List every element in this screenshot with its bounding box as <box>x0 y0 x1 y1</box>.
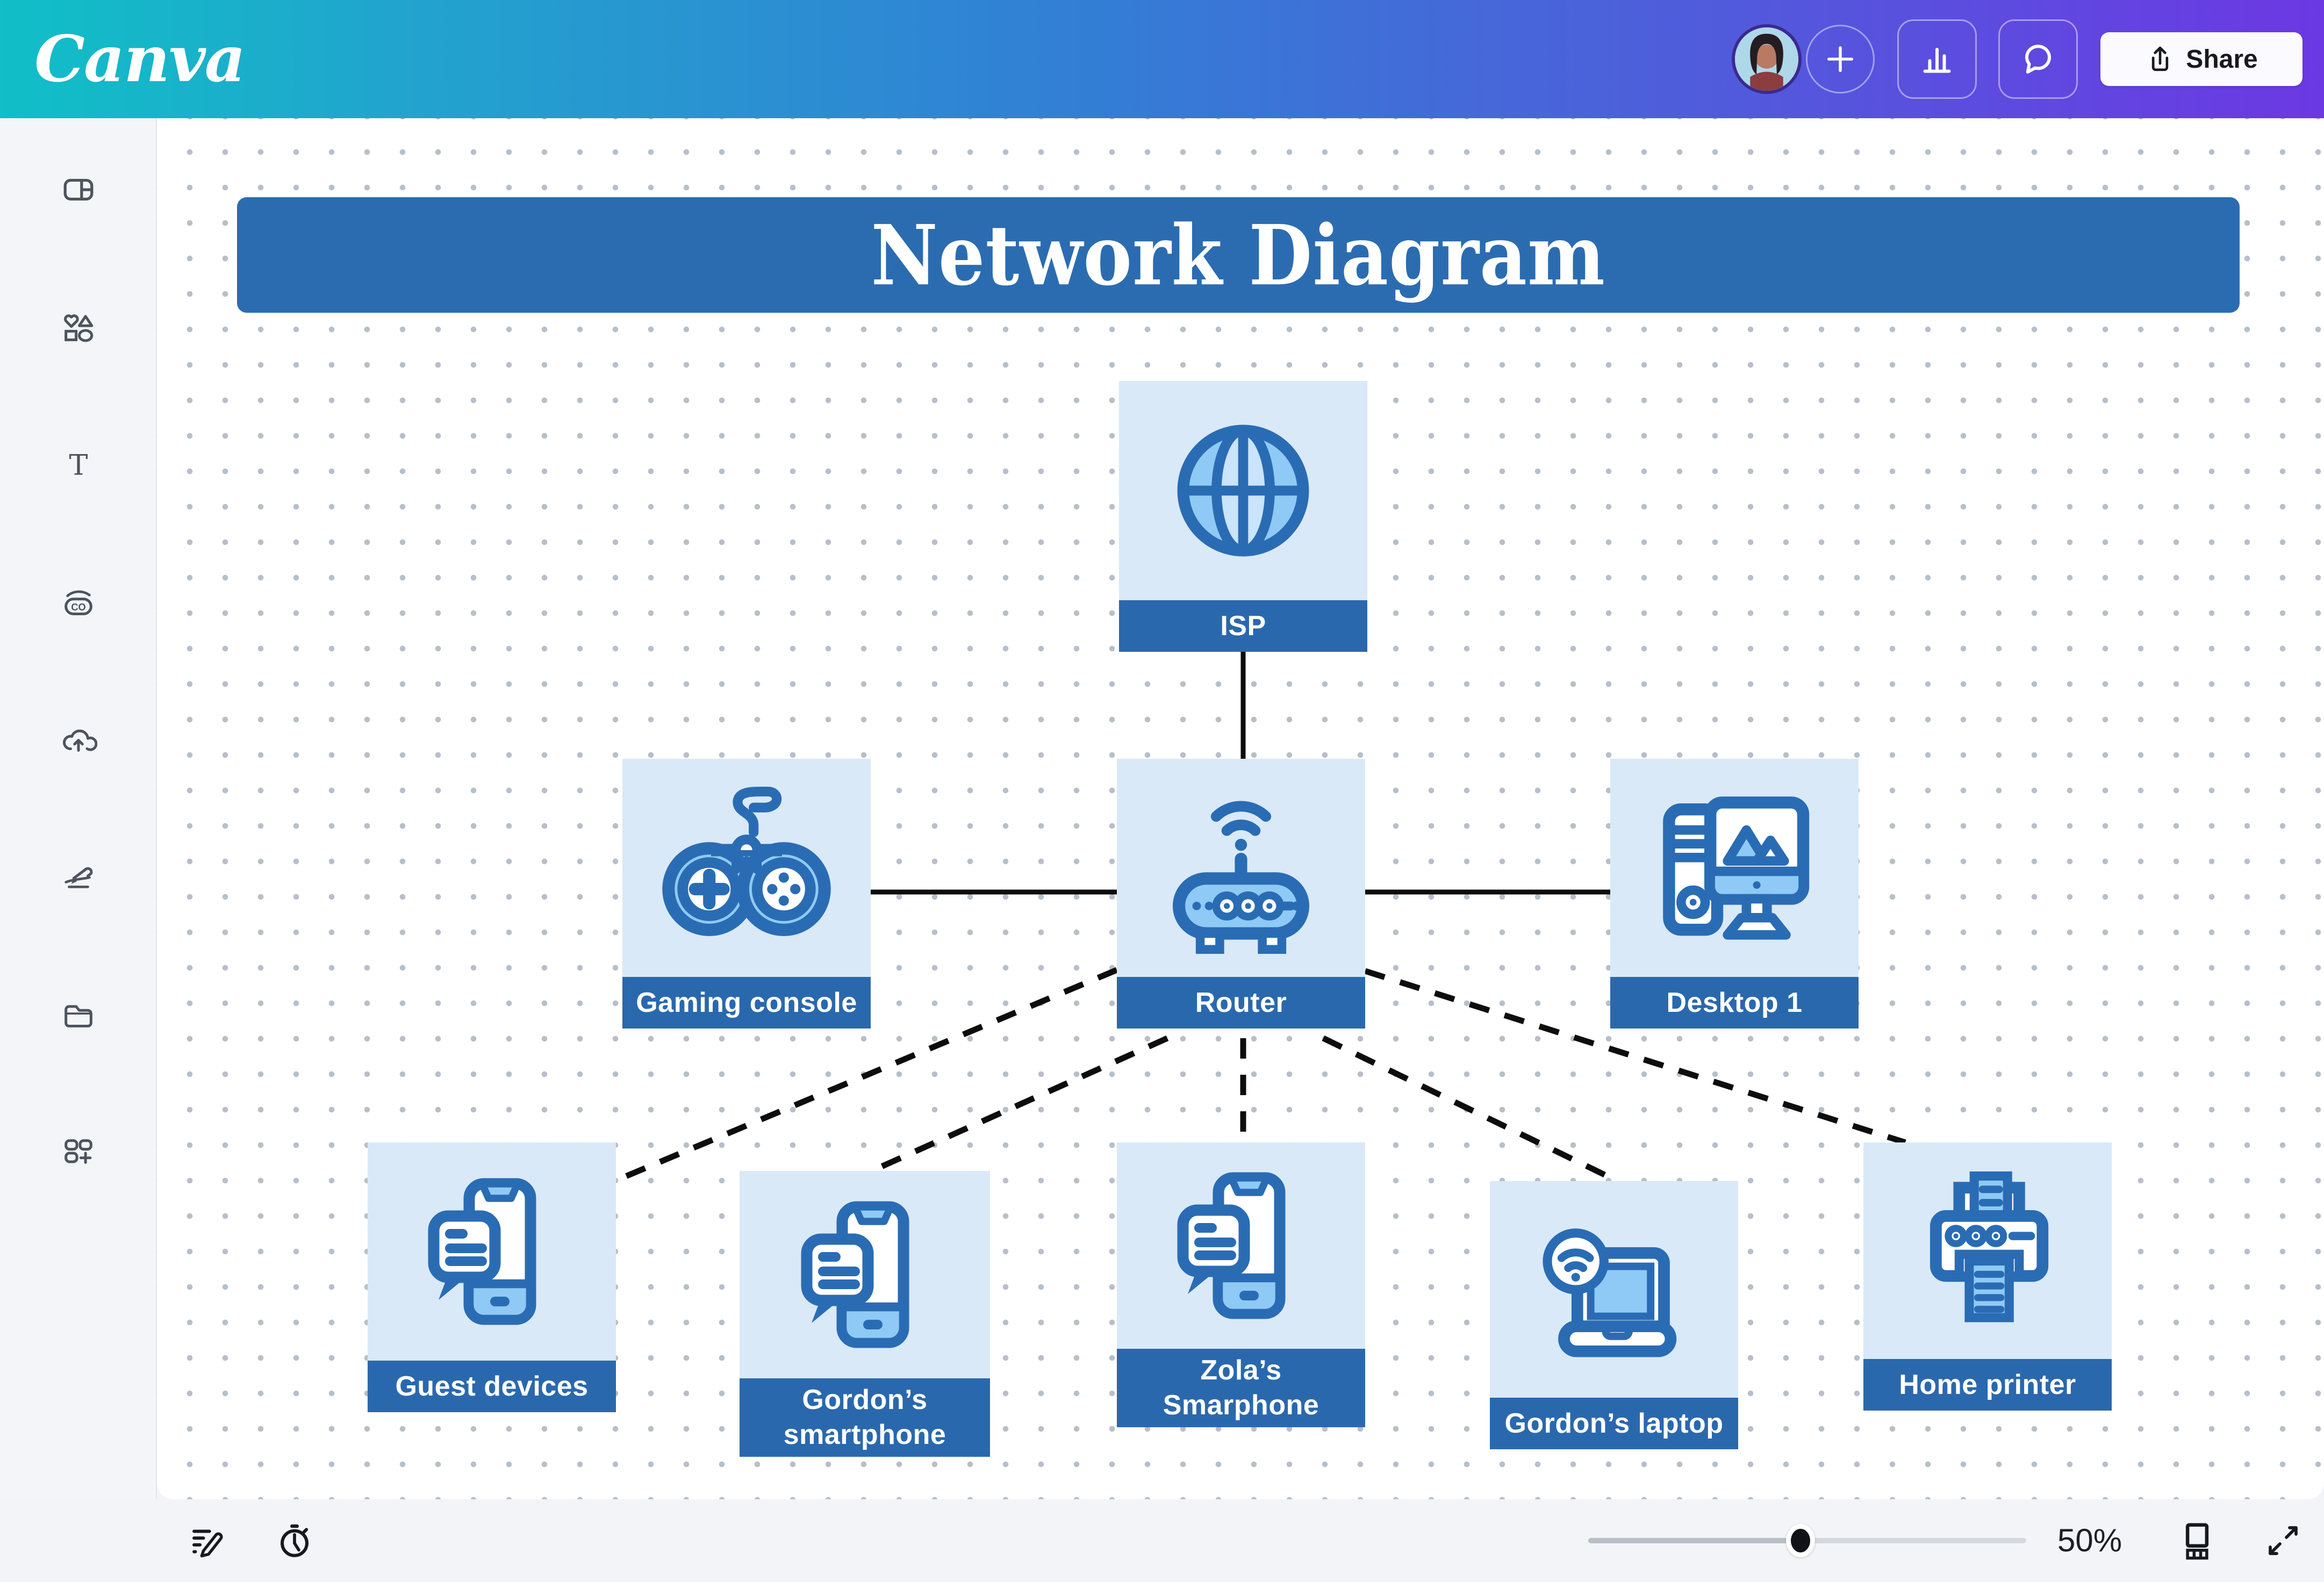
smartphone-chat-icon <box>740 1171 990 1378</box>
node-router[interactable]: Router <box>1117 759 1365 1029</box>
comments-button[interactable] <box>1998 19 2078 99</box>
node-gordons-smartphone[interactable]: Gordon’s smartphone <box>740 1171 990 1457</box>
sidebar-item-elements[interactable] <box>53 303 104 355</box>
node-home-printer[interactable]: Home printer <box>1863 1142 2112 1411</box>
share-button[interactable]: Share <box>2100 32 2303 86</box>
add-button[interactable] <box>1806 25 1875 94</box>
node-label: Router <box>1117 977 1365 1029</box>
insights-icon <box>1923 48 1951 73</box>
share-label: Share <box>2186 45 2258 74</box>
sidebar-item-projects[interactable] <box>53 989 104 1041</box>
gamepad-icon <box>622 759 871 977</box>
notes-icon <box>192 1529 223 1558</box>
avatar[interactable] <box>1732 24 1802 94</box>
draw-icon <box>64 867 93 888</box>
timer-icon <box>281 1524 309 1557</box>
node-label: Guest devices <box>368 1361 616 1412</box>
timer-button[interactable] <box>269 1515 320 1566</box>
node-guest-devices[interactable]: Guest devices <box>368 1142 616 1412</box>
node-label: Home printer <box>1863 1359 2112 1411</box>
node-label: Gordon’s laptop <box>1490 1398 1738 1449</box>
bottom-bar: 50% <box>0 1499 2324 1582</box>
node-isp[interactable]: ISP <box>1119 381 1367 652</box>
svg-text:CO: CO <box>71 602 85 613</box>
node-label: ISP <box>1119 600 1367 652</box>
desktop-icon <box>1610 759 1859 977</box>
node-label: Zola’s Smarphone <box>1117 1349 1365 1427</box>
sidebar-item-brand[interactable]: CO <box>53 577 104 629</box>
uploads-icon <box>63 729 97 752</box>
sidebar-item-uploads[interactable] <box>53 714 104 765</box>
smartphone-chat-icon <box>1117 1142 1365 1349</box>
zoom-slider[interactable] <box>1588 1524 2026 1557</box>
grid-view-icon <box>2185 1523 2209 1560</box>
grid-view-button[interactable] <box>2171 1515 2223 1566</box>
notes-button[interactable] <box>183 1515 234 1566</box>
insights-button[interactable] <box>1897 19 1977 99</box>
brand-icon: CO <box>64 590 92 615</box>
node-label: Gordon’s smartphone <box>740 1378 990 1457</box>
zoom-slider-knob[interactable] <box>1786 1524 1815 1557</box>
sidebar-item-draw[interactable] <box>53 850 104 902</box>
smartphone-chat-icon <box>368 1142 616 1361</box>
avatar-photo <box>1735 27 1798 91</box>
node-label: Desktop 1 <box>1610 977 1859 1029</box>
sidebar-item-text[interactable]: T <box>53 440 104 491</box>
globe-icon <box>1119 381 1367 600</box>
node-desktop-1[interactable]: Desktop 1 <box>1610 759 1859 1029</box>
top-bar: Canva <box>0 0 2324 118</box>
sidebar-item-apps[interactable] <box>53 1126 104 1177</box>
zoom-slider-fill <box>1588 1538 1801 1543</box>
node-label: Gaming console <box>622 977 871 1029</box>
canva-logo[interactable]: Canva <box>34 21 246 96</box>
sidebar: T CO <box>0 118 157 1582</box>
apps-icon <box>64 1139 92 1164</box>
node-gordons-laptop[interactable]: Gordon’s laptop <box>1490 1181 1738 1449</box>
design-icon <box>63 178 94 201</box>
fullscreen-button[interactable] <box>2257 1515 2309 1566</box>
node-zolas-smarphone[interactable]: Zola’s Smarphone <box>1117 1142 1365 1427</box>
laptop-wifi-icon <box>1490 1181 1738 1398</box>
share-upload-icon <box>2152 46 2169 71</box>
comment-bubble-icon <box>2025 45 2052 74</box>
text-icon: T <box>69 449 88 482</box>
fullscreen-icon <box>2269 1526 2298 1555</box>
connection-lines <box>616 652 1906 1184</box>
design-canvas[interactable]: Network Diagram ISP <box>157 118 2324 1499</box>
plus-icon <box>1827 46 1853 72</box>
sidebar-item-design[interactable] <box>53 164 104 215</box>
diagram-title-banner[interactable]: Network Diagram <box>237 197 2240 313</box>
svg-text:T: T <box>69 449 88 482</box>
diagram-title: Network Diagram <box>871 206 1606 304</box>
printer-icon <box>1863 1142 2112 1359</box>
projects-icon <box>64 1005 92 1027</box>
elements-icon <box>64 314 94 342</box>
router-icon <box>1117 759 1365 977</box>
zoom-level: 50% <box>2057 1522 2122 1558</box>
node-gaming-console[interactable]: Gaming console <box>622 759 871 1029</box>
